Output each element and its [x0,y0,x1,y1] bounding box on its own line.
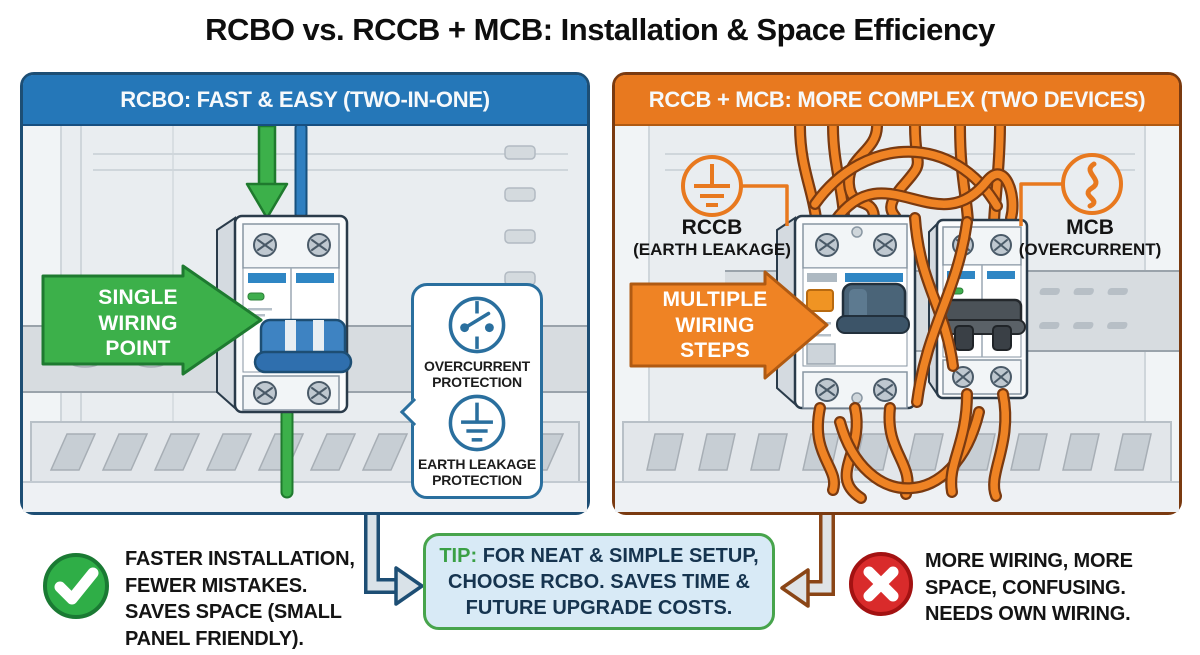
single-wiring-arrow [41,264,263,376]
overcurrent-icon [448,296,506,354]
rccb-mcb-panel: RCCB + MCB: MORE COMPLEX (TWO DEVICES) [612,72,1182,515]
rcbo-device [216,214,353,414]
rcbo-panel-title: RCBO: FAST & EASY (TWO-IN-ONE) [120,86,490,112]
mcb-sub: (OVERCURRENT) [1018,240,1162,260]
earth-leakage-label: EARTH LEAKAGE PROTECTION [418,455,536,488]
right-connector-arrow [780,515,835,608]
icon-connectors [742,182,1063,226]
rcbo-panel: RCBO: FAST & EASY (TWO-IN-ONE) [20,72,590,515]
tip-box: TIP: FOR NEAT & SIMPLE SETUP, CHOOSE RCB… [423,533,775,630]
orange-wires-bottom [812,212,1012,504]
rcbo-panel-header: RCBO: FAST & EASY (TWO-IN-ONE) [23,75,587,126]
tip-body: FOR NEAT & SIMPLE SETUP, CHOOSE RCBO. SA… [448,544,759,619]
rccb-earth-icon [681,155,743,217]
rccb-sub: (EARTH LEAKAGE) [633,240,791,260]
rccb-device [776,214,917,410]
rccb-mcb-panel-title: RCCB + MCB: MORE COMPLEX (TWO DEVICES) [648,86,1146,112]
left-connector-arrow [364,515,424,606]
check-icon [43,553,109,619]
earth-leakage-icon [448,394,506,452]
protection-callout: OVERCURRENT PROTECTION EARTH LEAKAGE PRO… [399,283,543,499]
tip-text: TIP: FOR NEAT & SIMPLE SETUP, CHOOSE RCB… [436,543,762,621]
cross-icon [849,552,913,616]
con-text: MORE WIRING, MORE SPACE, CONFUSING. NEED… [925,550,1133,626]
pro-text: FASTER INSTALLATION, FEWER MISTAKES. SAV… [125,548,355,650]
mcb-label: MCB (OVERCURRENT) [1001,216,1179,260]
multiple-wiring-arrow [629,270,829,380]
mcb-name: MCB [1066,216,1114,239]
multiple-wiring-label: MULTIPLE WIRING STEPS [662,288,768,363]
orange-wires-top [794,126,1019,228]
rccb-name: RCCB [681,216,743,239]
single-wiring-label: SINGLE WIRING POINT [98,286,178,361]
rccb-mcb-panel-illustration [615,126,1179,512]
overcurrent-label: OVERCURRENT PROTECTION [424,357,530,390]
rccb-mcb-panel-header: RCCB + MCB: MORE COMPLEX (TWO DEVICES) [615,75,1179,126]
page-title: RCBO vs. RCCB + MCB: Installation & Spac… [205,12,995,47]
rccb-label: RCCB (EARTH LEAKAGE) [632,216,792,260]
mcb-overcurrent-icon [1061,153,1123,215]
incoming-green-arrow [245,126,289,220]
tip-label: TIP: [439,544,478,567]
